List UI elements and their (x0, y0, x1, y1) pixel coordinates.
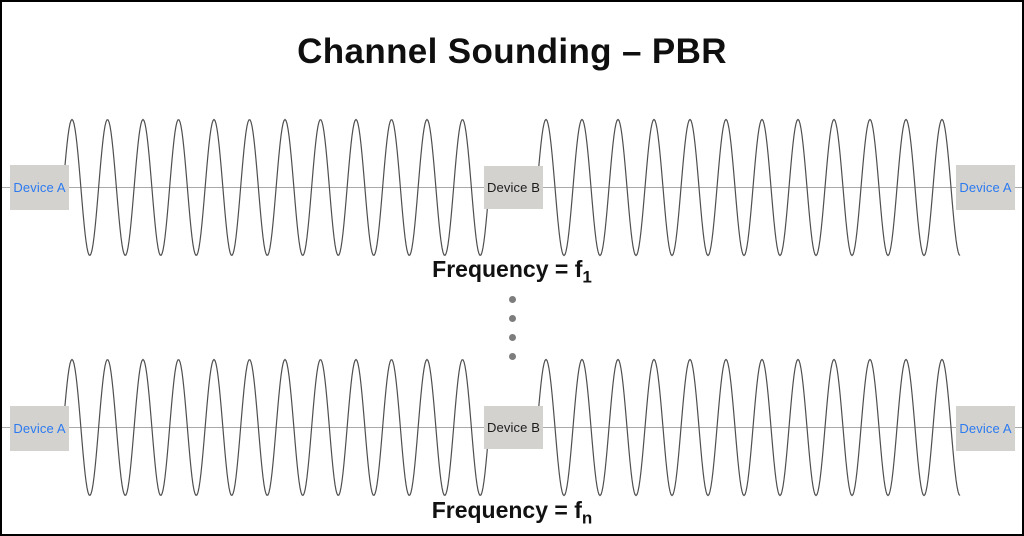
device-a-label: Device A (959, 180, 1012, 195)
dot (508, 296, 516, 303)
device-a-label: Device A (959, 421, 1012, 436)
device-a-label: Device A (13, 180, 66, 195)
frequency-subscript: 1 (582, 267, 592, 287)
device-b-label: Device B (486, 180, 541, 195)
diagram-title: Channel Sounding – PBR (297, 32, 727, 71)
sine-wave-row1-left (63, 118, 491, 257)
ellipsis-dots (0, 296, 1024, 360)
frequency-subscript: n (581, 508, 593, 528)
sine-wave-row1-right (537, 118, 961, 257)
device-b-box-row1-middle: Device B (484, 166, 543, 209)
device-a-box-row1-left: Device A (10, 165, 69, 210)
frequency-label-f1: Frequency = f1 (0, 256, 1024, 288)
device-a-box-row1-right: Device A (956, 165, 1015, 210)
dot (508, 334, 516, 341)
frequency-prefix: Frequency = f (431, 497, 582, 523)
device-a-box-row2-left: Device A (10, 406, 69, 451)
sine-wave-row2-left (63, 358, 491, 497)
device-a-label: Device A (13, 421, 66, 436)
frequency-prefix: Frequency = f (432, 256, 583, 282)
device-b-label: Device B (486, 420, 541, 435)
device-b-box-row2-middle: Device B (484, 406, 543, 449)
frequency-label-fn: Frequency = fn (0, 497, 1024, 529)
dot (508, 353, 516, 360)
dot (508, 315, 516, 322)
sine-wave-row2-right (537, 358, 961, 497)
device-a-box-row2-right: Device A (956, 406, 1015, 451)
